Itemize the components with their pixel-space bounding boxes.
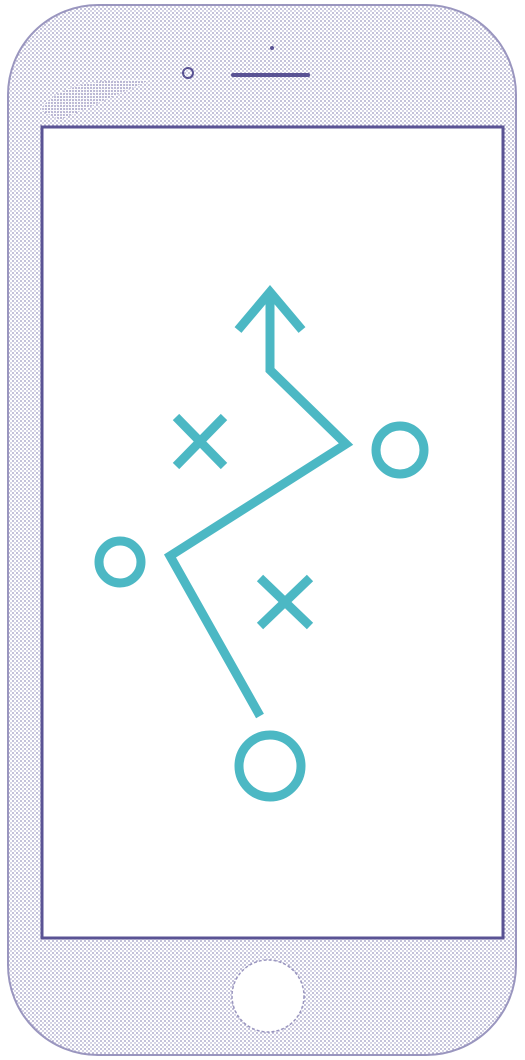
sensor-dot [270,46,274,50]
phone-screen [42,127,503,938]
smartphone-icon [8,5,516,1055]
home-button [232,960,304,1032]
